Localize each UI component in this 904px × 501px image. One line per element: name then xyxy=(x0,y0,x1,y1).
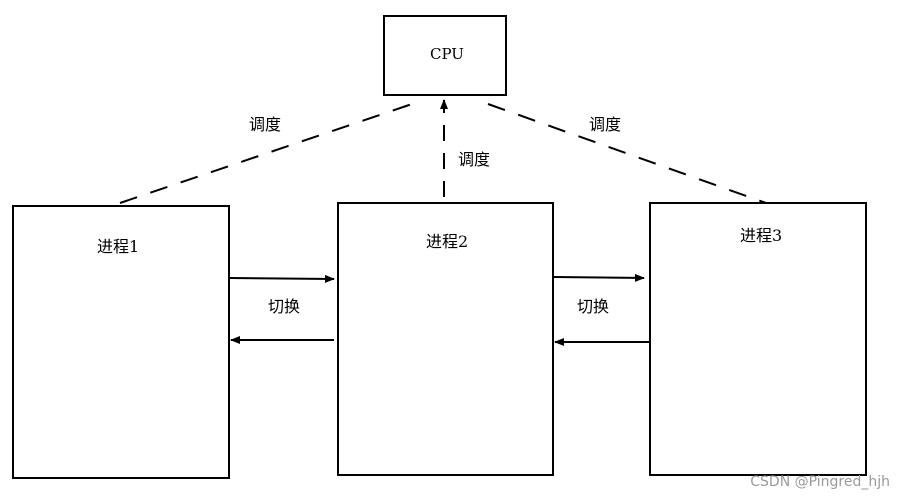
schedule-line-process1 xyxy=(119,103,413,204)
switch-label-left: 切换 xyxy=(268,297,301,316)
switch-arrow-1-to-2 xyxy=(229,274,335,283)
switch-label-right: 切换 xyxy=(577,297,610,316)
process-box-2 xyxy=(337,202,554,476)
watermark-text: CSDN @Pingred_hjh xyxy=(750,474,890,490)
process-box-1 xyxy=(12,205,230,479)
schedule-label-right: 调度 xyxy=(589,115,622,134)
process-label-2: 进程2 xyxy=(426,232,469,251)
cpu-label: CPU xyxy=(430,45,464,63)
process-label-3: 进程3 xyxy=(740,226,783,245)
process-box-3 xyxy=(649,202,867,476)
cpu-box xyxy=(383,15,507,96)
schedule-label-left: 调度 xyxy=(249,115,282,134)
process-label-1: 进程1 xyxy=(97,237,140,256)
schedule-line-process3 xyxy=(487,103,767,204)
switch-arrow-2-to-3 xyxy=(553,273,645,282)
schedule-label-center: 调度 xyxy=(458,150,491,169)
